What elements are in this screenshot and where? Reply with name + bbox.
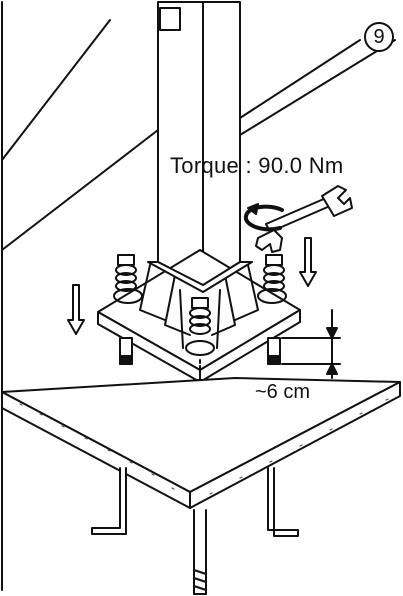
concrete-slab xyxy=(1,377,401,509)
anchor-rod-front xyxy=(193,509,207,595)
wrench-icon xyxy=(255,185,353,253)
base-plate xyxy=(97,249,301,383)
anchor-left xyxy=(119,337,133,365)
concrete-speckle xyxy=(19,398,389,495)
distance-label: ~6 cm xyxy=(255,381,311,403)
down-arrow-icon-right xyxy=(299,237,317,287)
rotate-arrow-icon xyxy=(243,203,284,232)
step-number-badge: 9 xyxy=(364,22,394,52)
right-bolt-stack xyxy=(263,254,285,292)
down-arrow-icon xyxy=(67,284,85,335)
front-bolt-stack xyxy=(189,297,211,335)
anchor-rod-left xyxy=(91,467,127,535)
room-corner-lines xyxy=(1,1,396,591)
left-bolt-stack xyxy=(115,254,137,292)
square-post xyxy=(157,1,241,286)
anchor-right xyxy=(267,337,281,365)
anchor-rod-right xyxy=(267,467,299,537)
torque-label: Torque : 90.0 Nm xyxy=(170,153,344,178)
